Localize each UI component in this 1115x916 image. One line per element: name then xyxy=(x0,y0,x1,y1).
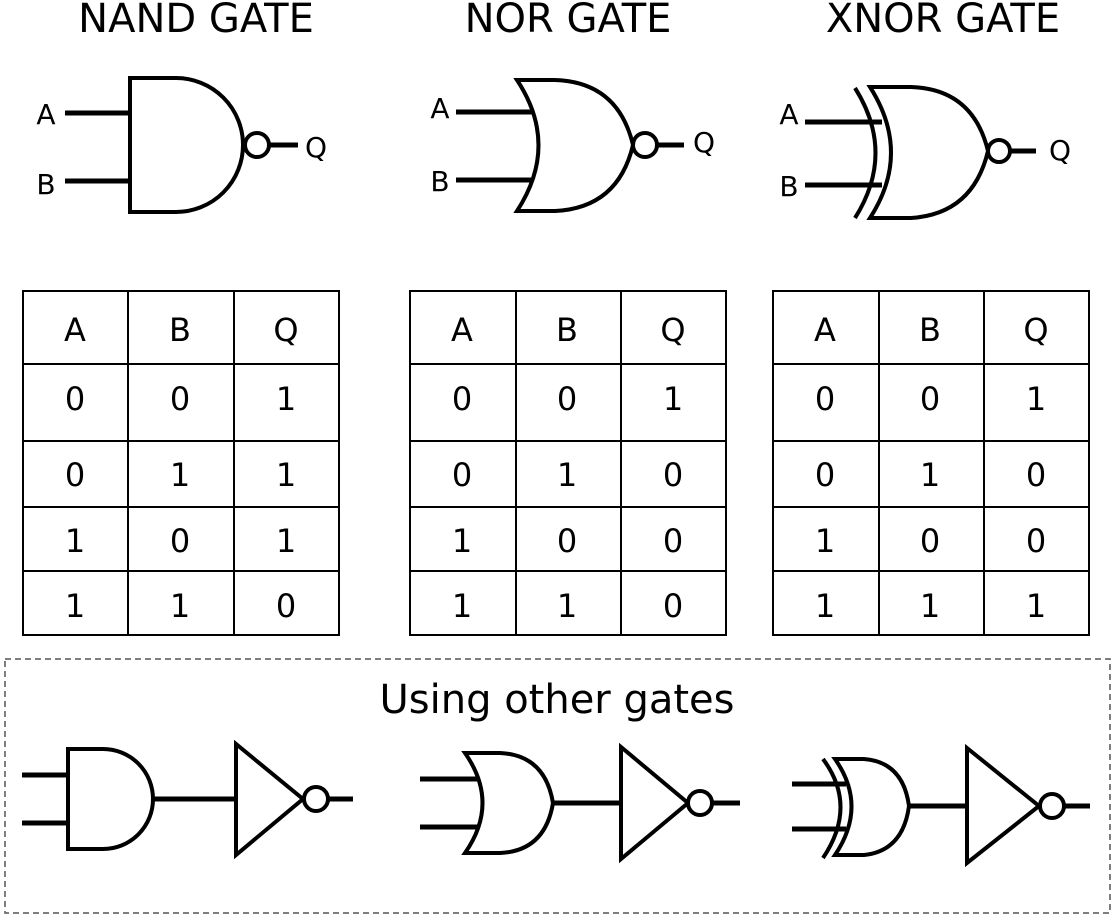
nand-and-body xyxy=(128,76,245,214)
xnor-table-cell: 0 xyxy=(920,380,940,418)
xnor-table-cell: 0 xyxy=(815,456,835,494)
nor-table-cell: 1 xyxy=(452,587,472,625)
nor-input-b-label: B xyxy=(430,165,449,198)
nor-table-cell: 1 xyxy=(452,522,472,560)
nor-input-a-label: A xyxy=(430,92,449,125)
nand-table-cell: 1 xyxy=(170,456,190,494)
nor-table-cell: 0 xyxy=(663,522,683,560)
nor-truth-table xyxy=(409,290,727,636)
nand-table-cell: 0 xyxy=(170,522,190,560)
or-gate-body xyxy=(461,751,556,855)
xnor-table-cell: 1 xyxy=(920,587,940,625)
xor-gate-body xyxy=(831,757,912,857)
nand-table-cell: 1 xyxy=(170,587,190,625)
xnor-table-cell: 0 xyxy=(1026,456,1046,494)
xnor-input-b-label: B xyxy=(779,170,798,203)
truth-table-cells: A B Q 0 0 1 0 1 1 1 0 1 1 1 0 A B Q 0 0 1 0 1 0 1 0 0 1 1 0 A B Q 0 0 1 0 1 0 1… xyxy=(64,311,1049,625)
nand-table-header: B xyxy=(169,311,191,349)
not-gate-triangle xyxy=(619,742,692,864)
and-gate-body xyxy=(66,747,155,851)
nor-table-cell: 0 xyxy=(557,380,577,418)
nor-output-label: Q xyxy=(693,126,715,159)
xnor-table-cell: 1 xyxy=(920,456,940,494)
xnor-table-cell: 0 xyxy=(1026,522,1046,560)
nor-table-cell: 1 xyxy=(557,587,577,625)
other-gates-heading: Using other gates xyxy=(380,677,735,723)
xnor-table-header: A xyxy=(814,311,836,349)
nor-table-cell: 0 xyxy=(452,380,472,418)
xnor-table-cell: 0 xyxy=(920,522,940,560)
not-inverter-bubble xyxy=(1038,792,1066,820)
nand-gate-title: NAND GATE xyxy=(78,0,314,42)
xnor-truth-table xyxy=(772,290,1090,636)
nand-table-cell: 1 xyxy=(276,456,296,494)
not-gate-triangle xyxy=(965,743,1043,868)
xnor-inverter-bubble xyxy=(986,138,1012,164)
nor-gate-symbol: A B Q xyxy=(430,78,715,213)
nand-inverter-bubble xyxy=(243,131,271,159)
nand-table-cell: 0 xyxy=(65,380,85,418)
nand-truth-table xyxy=(22,290,340,636)
xnor-or-body xyxy=(866,85,991,220)
nor-table-cell: 0 xyxy=(663,587,683,625)
nor-table-cell: 0 xyxy=(557,522,577,560)
nand-table-cell: 1 xyxy=(276,380,296,418)
nor-table-cell: 0 xyxy=(663,456,683,494)
nor-table-cell: 0 xyxy=(452,456,472,494)
nand-input-a-label: A xyxy=(36,98,55,131)
xnor-gate-symbol: A B Q xyxy=(779,85,1071,220)
nor-table-header: B xyxy=(556,311,578,349)
xnor-table-cell: 1 xyxy=(815,587,835,625)
nand-input-b-label: B xyxy=(36,168,55,201)
xnor-table-cell: 1 xyxy=(1026,380,1046,418)
xnor-exclusive-arc xyxy=(853,86,878,220)
nor-gate-title: NOR GATE xyxy=(465,0,672,42)
nor-table-header: A xyxy=(451,311,473,349)
other-gates-panel xyxy=(4,658,1111,914)
xnor-table-cell: 1 xyxy=(1026,587,1046,625)
and-plus-not-combination xyxy=(22,739,353,860)
xor-exclusive-arc xyxy=(821,757,843,860)
not-inverter-bubble xyxy=(302,785,330,813)
nand-gate-symbol: A B Q xyxy=(36,76,327,214)
or-plus-not-combination xyxy=(420,742,740,864)
xnor-input-a-label: A xyxy=(779,98,798,131)
nand-table-cell: 1 xyxy=(65,522,85,560)
nand-table-cell: 0 xyxy=(276,587,296,625)
xnor-table-cell: 0 xyxy=(815,380,835,418)
xnor-gate-title: XNOR GATE xyxy=(826,0,1060,42)
nand-output-label: Q xyxy=(305,131,327,164)
nor-or-body xyxy=(513,78,636,213)
nand-table-cell: 1 xyxy=(65,587,85,625)
not-inverter-bubble xyxy=(686,789,714,817)
not-gate-triangle xyxy=(234,739,307,860)
nor-inverter-bubble xyxy=(631,131,659,159)
xnor-table-header: B xyxy=(919,311,941,349)
nand-table-header: Q xyxy=(273,311,298,349)
nand-table-cell: 0 xyxy=(170,380,190,418)
nand-table-cell: 1 xyxy=(276,522,296,560)
nor-table-header: Q xyxy=(660,311,685,349)
nor-table-cell: 1 xyxy=(663,380,683,418)
nand-table-cell: 0 xyxy=(65,456,85,494)
xnor-table-cell: 1 xyxy=(815,522,835,560)
xnor-table-header: Q xyxy=(1023,311,1048,349)
nand-table-header: A xyxy=(64,311,86,349)
nor-table-cell: 1 xyxy=(557,456,577,494)
xnor-output-label: Q xyxy=(1049,134,1071,167)
xor-plus-not-combination xyxy=(792,743,1090,868)
